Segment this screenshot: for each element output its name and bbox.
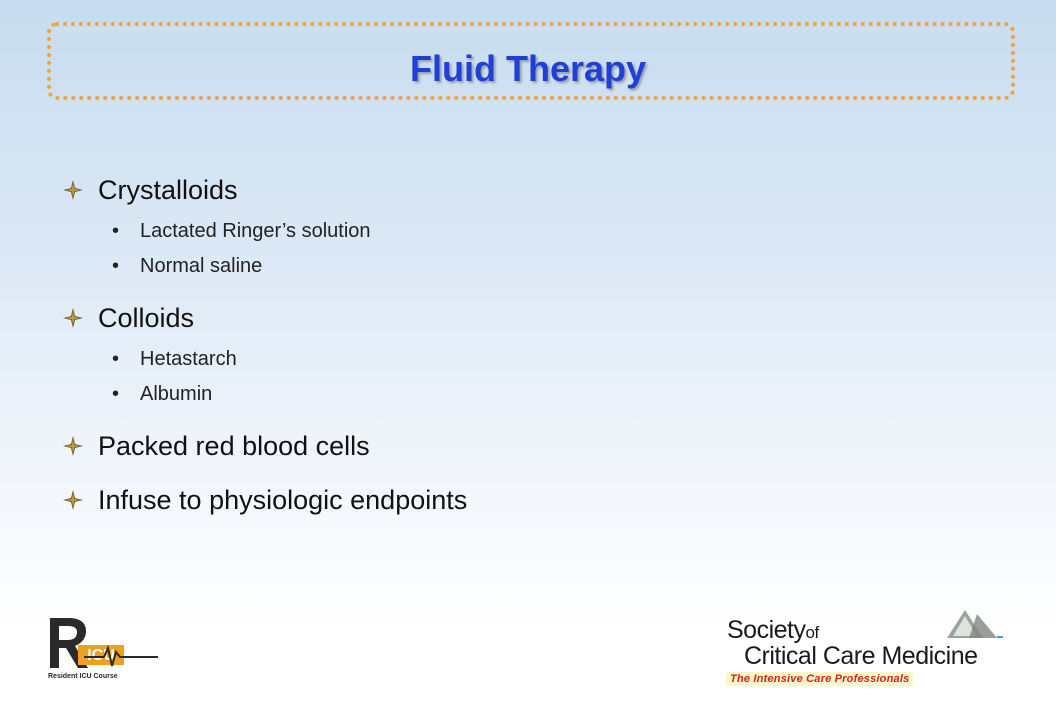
bullet-infuse-endpoints: Infuse to physiologic endpoints (62, 480, 762, 520)
bullet-crystalloids: Crystalloids (62, 170, 762, 210)
sccm-of-word: of (805, 623, 819, 642)
sub-bullet: • Normal saline (62, 249, 762, 284)
sccm-logo: Societyof Critical Care Medicine The Int… (722, 606, 1022, 688)
four-point-star-icon (63, 308, 83, 328)
sub-bullet-dot: • (112, 383, 120, 405)
bullet-text: Crystalloids (98, 175, 238, 205)
sub-list-colloids: • Hetastarch • Albumin (62, 342, 762, 412)
sub-bullet-text: Hetastarch (140, 348, 237, 370)
ricu-logo: ICU Resident ICU Course (44, 612, 162, 682)
sub-bullet: • Hetastarch (62, 342, 762, 377)
sub-bullet: • Albumin (62, 377, 762, 412)
sub-bullet-dot: • (112, 220, 120, 242)
sub-bullet-dot: • (112, 255, 120, 277)
sccm-tagline: The Intensive Care Professionals (726, 672, 914, 686)
ricu-caption: Resident ICU Course (48, 673, 118, 680)
sub-list-crystalloids: • Lactated Ringer’s solution • Normal sa… (62, 214, 762, 284)
sccm-society-word: Society (727, 616, 806, 644)
slide-content: Crystalloids • Lactated Ringer’s solutio… (62, 170, 762, 520)
sccm-line2: Critical Care Medicine (744, 642, 978, 670)
bullet-text: Colloids (98, 303, 195, 333)
bullet-packed-red-blood-cells: Packed red blood cells (62, 426, 762, 466)
four-point-star-icon (63, 180, 83, 200)
bullet-colloids: Colloids (62, 298, 762, 338)
sub-bullet-text: Normal saline (140, 255, 263, 277)
bullet-text: Infuse to physiologic endpoints (98, 485, 468, 515)
four-point-star-icon (63, 490, 83, 510)
four-point-star-icon (63, 436, 83, 456)
sub-bullet-text: Lactated Ringer’s solution (140, 220, 371, 242)
ricu-logo-mark: ICU Resident ICU Course (48, 618, 158, 680)
slide-title: Fluid Therapy (409, 48, 647, 89)
sccm-triangle-icon (947, 610, 1003, 638)
sub-bullet-dot: • (112, 348, 120, 370)
sub-bullet-text: Albumin (140, 383, 213, 405)
sub-bullet: • Lactated Ringer’s solution (62, 214, 762, 249)
sccm-line1: Societyof (727, 616, 819, 645)
title-frame (47, 22, 1015, 100)
bullet-text: Packed red blood cells (98, 431, 370, 461)
